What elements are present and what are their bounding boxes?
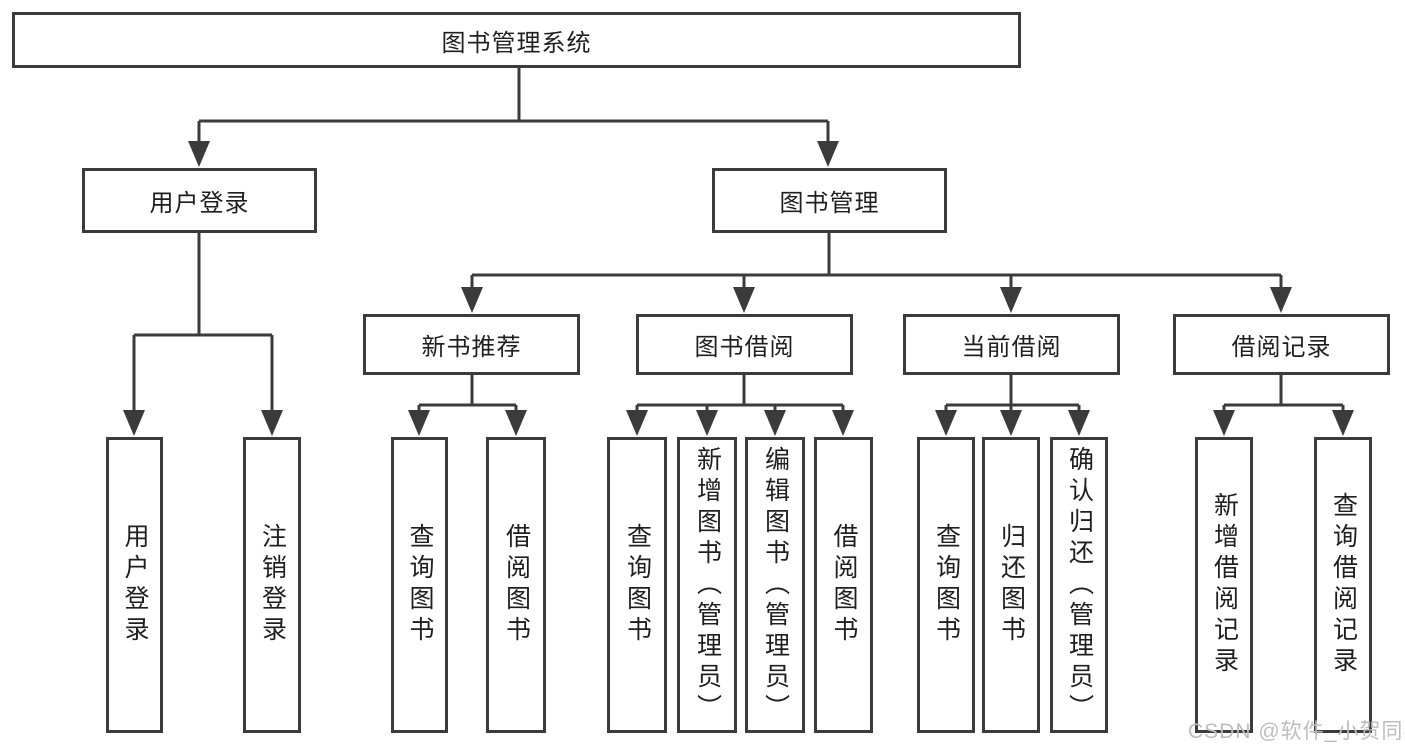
leaf-current-confirm-return-admin: 确认归还（管理员） <box>1050 437 1108 733</box>
leaf-recommend-borrow-books: 借阅图书 <box>486 437 546 733</box>
node-current-borrowing: 当前借阅 <box>903 314 1120 375</box>
node-library-system: 图书管理系统 <box>12 12 1021 68</box>
node-user-login: 用户登录 <box>82 168 317 233</box>
leaf-borrowing-borrow-books: 借阅图书 <box>814 437 873 733</box>
leaf-records-query-record: 查询借阅记录 <box>1314 437 1372 733</box>
leaf-current-return-books: 归还图书 <box>982 437 1040 733</box>
leaf-recommend-query-books: 查询图书 <box>391 437 448 733</box>
leaf-records-add-record: 新增借阅记录 <box>1195 437 1253 733</box>
leaf-user-login: 用户登录 <box>106 437 163 733</box>
node-book-borrowing: 图书借阅 <box>636 314 853 375</box>
node-new-book-recommend: 新书推荐 <box>363 314 580 375</box>
node-book-management: 图书管理 <box>712 168 947 233</box>
leaf-borrowing-edit-books-admin: 编辑图书（管理员） <box>745 437 805 733</box>
leaf-borrowing-query-books: 查询图书 <box>607 437 667 733</box>
leaf-borrowing-add-books-admin: 新增图书（管理员） <box>677 437 737 733</box>
node-borrowing-records: 借阅记录 <box>1173 314 1390 375</box>
leaf-logout: 注销登录 <box>243 437 301 733</box>
csdn-watermark: CSDN @软件_小贺同学 <box>1188 720 1405 743</box>
leaf-current-query-books: 查询图书 <box>917 437 975 733</box>
